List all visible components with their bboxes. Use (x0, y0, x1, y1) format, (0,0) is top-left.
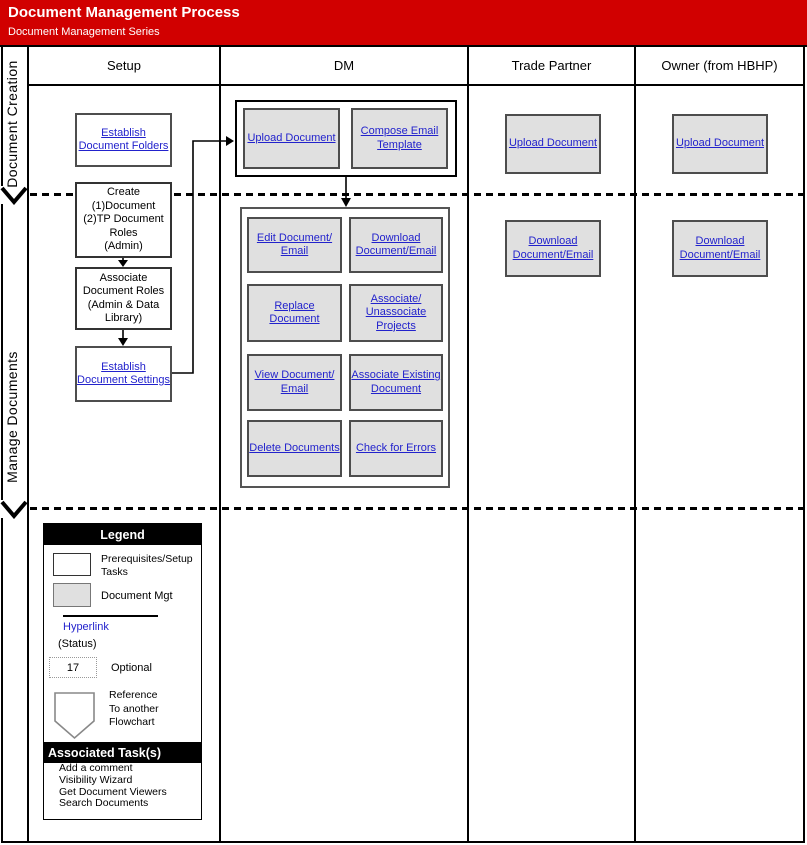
divider-sidebar (27, 46, 29, 843)
column-header-owner: Owner (from HBHP) (661, 58, 778, 73)
divider-tp-owner (634, 46, 636, 843)
chevron-down-icon (0, 186, 28, 205)
node-edit-document-email: Edit Document/ Email (247, 217, 342, 273)
header-divider (0, 45, 807, 47)
arrow-down-icon (118, 338, 128, 346)
tp-download-document-email-link[interactable]: Download Document/Email (512, 235, 594, 261)
associated-tasks-title: Associated Task(s) (44, 742, 201, 763)
node-owner-download-document-email: Download Document/Email (672, 220, 768, 277)
legend-optional-label: Optional (111, 662, 152, 674)
legend-reference-label: Reference To another Flowchart (109, 689, 159, 728)
node-owner-upload-document: Upload Document (672, 114, 768, 174)
node-associate-existing-document: Associate Existing Document (349, 354, 443, 411)
node-download-document-email: Download Document/Email (349, 217, 443, 273)
legend-gray-swatch (53, 583, 91, 607)
lane-label-manage-documents: Manage Documents (4, 351, 20, 483)
border-bottom (1, 841, 805, 843)
tp-upload-document-link[interactable]: Upload Document (508, 137, 598, 150)
node-establish-document-settings: Establish Document Settings (75, 346, 172, 402)
node-associate-unassociate-projects: Associate/ Unassociate Projects (349, 284, 443, 342)
node-dm-upload-document: Upload Document (243, 108, 340, 169)
edit-document-email-link[interactable]: Edit Document/ Email (256, 231, 333, 257)
lane-separator-1 (30, 193, 803, 196)
node-tp-download-document-email: Download Document/Email (505, 220, 601, 277)
associated-tasks-list: Add a comment Visibility Wizard Get Docu… (59, 762, 167, 810)
offpage-reference-icon (54, 692, 95, 740)
establish-document-folders-link[interactable]: Establish Document Folders (78, 126, 169, 152)
node-associate-document-roles: Associate Document Roles (Admin & Data L… (75, 267, 172, 330)
page-title: Document Management Process (8, 4, 240, 21)
node-compose-email-template: Compose Email Template (351, 108, 448, 169)
download-document-email-link[interactable]: Download Document/Email (355, 231, 437, 257)
node-tp-upload-document: Upload Document (505, 114, 601, 174)
legend-status-label: (Status) (58, 638, 97, 650)
legend-optional-value: 17 (66, 661, 80, 674)
legend-hyperlink-label: Hyperlink (63, 621, 109, 633)
associate-unassociate-projects-link[interactable]: Associate/ Unassociate Projects (365, 292, 427, 332)
lane-separator-2 (30, 507, 803, 510)
node-view-document-email: View Document/ Email (247, 354, 342, 411)
arrow-right-icon (226, 136, 234, 146)
page-subtitle: Document Management Series (8, 26, 160, 38)
column-header-setup: Setup (107, 58, 141, 73)
divider-setup-dm (219, 46, 221, 843)
node-establish-document-folders: Establish Document Folders (75, 113, 172, 167)
divider-dm-tp (467, 46, 469, 843)
delete-documents-link[interactable]: Delete Documents (249, 441, 340, 454)
task-item: Visibility Wizard (59, 773, 133, 786)
chevron-patch-2 (0, 500, 4, 518)
colhead-divider (27, 84, 805, 86)
replace-document-link[interactable]: Replace Document (269, 299, 320, 325)
task-item: Get Document Viewers (59, 785, 167, 798)
node-delete-documents: Delete Documents (247, 420, 342, 477)
compose-email-template-link[interactable]: Compose Email Template (360, 125, 439, 151)
establish-document-settings-link[interactable]: Establish Document Settings (77, 360, 170, 386)
header-bar: Document Management Process Document Man… (0, 0, 807, 45)
legend-white-swatch (53, 553, 91, 576)
node-replace-document: Replace Document (247, 284, 342, 342)
legend-divider-line (63, 615, 158, 617)
legend-title: Legend (44, 524, 201, 545)
chevron-down-icon (0, 500, 28, 519)
column-header-trade-partner: Trade Partner (511, 58, 592, 73)
node-check-for-errors: Check for Errors (349, 420, 443, 477)
task-item: Search Documents (59, 797, 149, 810)
chevron-patch-1 (0, 186, 4, 204)
column-header-dm: DM (333, 58, 355, 73)
view-document-email-link[interactable]: View Document/ Email (254, 369, 335, 395)
arrow-down-icon (118, 260, 128, 267)
legend-document-mgt-label: Document Mgt (101, 590, 173, 602)
lane-label-document-creation: Document Creation (4, 60, 20, 188)
associate-existing-document-link[interactable]: Associate Existing Document (351, 369, 441, 395)
legend-optional-box: 17 (49, 657, 97, 678)
border-right (803, 46, 805, 843)
node-create-document-roles: Create (1)Document (2)TP Document Roles … (75, 182, 172, 258)
task-item: Add a comment (59, 762, 133, 774)
border-left (1, 46, 3, 843)
dm-upload-document-link[interactable]: Upload Document (247, 131, 336, 144)
check-for-errors-link[interactable]: Check for Errors (355, 441, 437, 454)
owner-download-document-email-link[interactable]: Download Document/Email (679, 235, 761, 261)
legend-prerequisites-label: Prerequisites/Setup Tasks (101, 553, 193, 578)
owner-upload-document-link[interactable]: Upload Document (675, 137, 765, 150)
arrow-down-icon (341, 198, 351, 207)
legend: Legend Prerequisites/Setup Tasks Documen… (43, 523, 202, 820)
